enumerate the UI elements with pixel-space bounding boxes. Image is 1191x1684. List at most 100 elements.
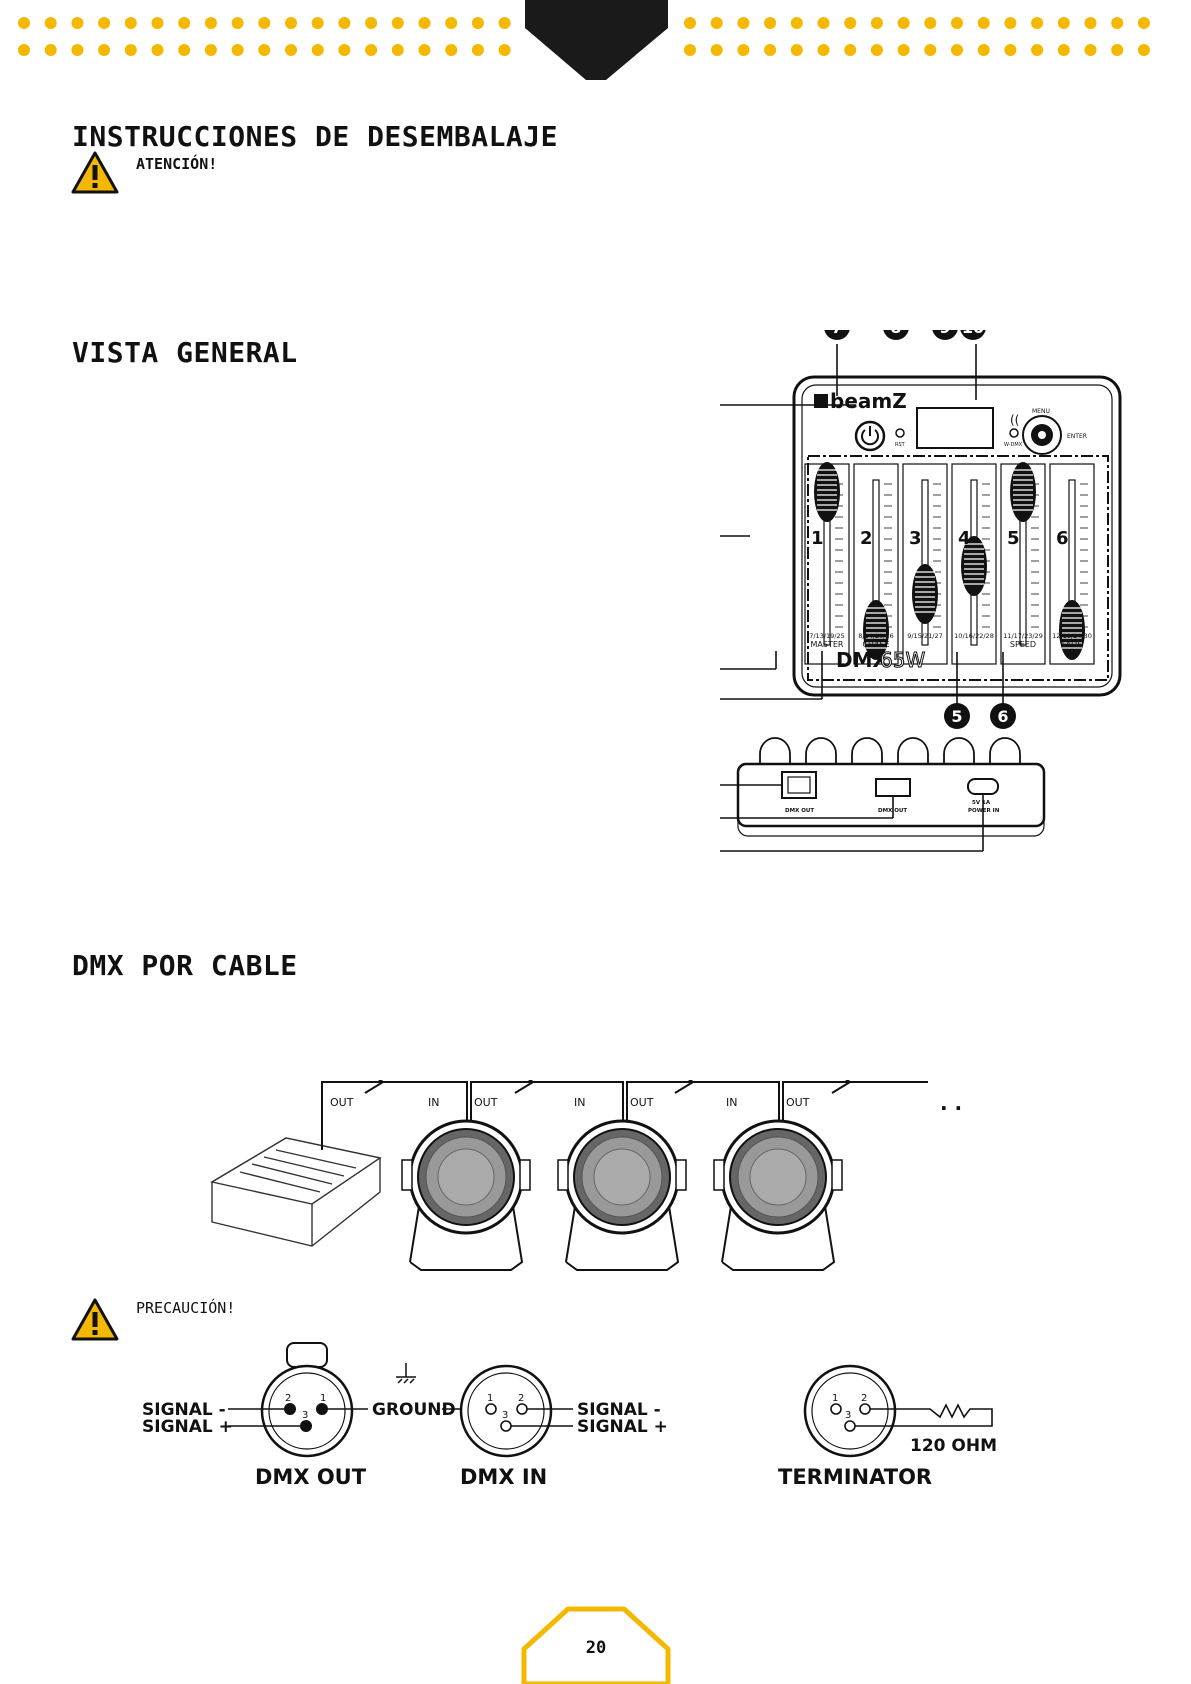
controller-diagram: beamZ RST (( W-DMX MENU ENTER 1 7/13/19/2… (720, 330, 1122, 852)
rst-led (895, 428, 905, 438)
svg-text:RST: RST (895, 442, 906, 448)
warning-label: ATENCIÓN! (136, 155, 218, 173)
menu-enter-knob[interactable] (1022, 415, 1062, 455)
svg-text:DMX OUT: DMX OUT (785, 808, 814, 814)
header-decoration (18, 0, 1150, 80)
fader-number: 1 (811, 528, 824, 549)
fader-channels: 11/17/23/29 (1003, 632, 1043, 640)
dmx-cable (321, 1081, 468, 1150)
callout-badge: 9 (932, 330, 958, 340)
svg-text:7: 7 (831, 330, 842, 337)
fader-number: 6 (1056, 528, 1069, 549)
svg-text:3: 3 (502, 1410, 508, 1421)
svg-text:2: 2 (518, 1393, 524, 1404)
back-knob (897, 737, 929, 767)
beamz-logo: beamZ (814, 389, 907, 413)
svg-text:ENTER: ENTER (1067, 433, 1087, 440)
fader-channels: 10/16/22/28 (954, 632, 994, 640)
xlr-in-connector: 1 2 3 (459, 1364, 553, 1458)
controller-back-view: DMX OUT DMX OUT 5V 1A POWER IN (736, 737, 1046, 837)
svg-text:TERMINATOR: TERMINATOR (778, 1465, 932, 1489)
chain-label: OUT (786, 1096, 810, 1109)
chain-label: OUT (474, 1096, 498, 1109)
fader-number: 2 (860, 528, 873, 549)
svg-text:1: 1 (832, 1393, 838, 1404)
controller-sketch (210, 1137, 382, 1247)
fader-knob[interactable] (814, 462, 840, 522)
unpacking-title: INSTRUCCIONES DE DESEMBALAJE (72, 120, 559, 153)
fader-number: 5 (1007, 528, 1020, 549)
fader-function: CHASE (862, 640, 889, 649)
fader-knob[interactable] (1010, 462, 1036, 522)
svg-text:((: (( (1010, 413, 1019, 427)
header-notch (525, 0, 668, 80)
fader-channels: 9/15/21/27 (907, 632, 943, 640)
chain-label: OUT (330, 1096, 354, 1109)
fader-function: FADE (1062, 640, 1083, 649)
overview-title: VISTA GENERAL (72, 336, 298, 369)
par-spot-fixture (401, 1119, 531, 1271)
ground-icon (396, 1363, 416, 1384)
back-knob (851, 737, 883, 767)
svg-text:GROUND: GROUND (372, 1400, 456, 1420)
arrow-right-icon (831, 1080, 852, 1094)
svg-text:. .: . . (940, 1091, 962, 1115)
chain-label: IN (428, 1096, 439, 1109)
callout-badge: 5 (944, 703, 970, 729)
callout-badge: 10 (960, 330, 986, 340)
svg-text:W-DMX: W-DMX (1004, 442, 1023, 448)
callout-badge: 6 (990, 703, 1016, 729)
callout-badge: 7 (824, 330, 850, 340)
svg-text:9: 9 (939, 330, 950, 337)
svg-text:beamZ: beamZ (830, 389, 907, 413)
xlr-terminator-connector: 1 2 3 (803, 1364, 897, 1458)
par-spot-fixture (713, 1119, 843, 1271)
back-knob (759, 737, 791, 767)
arrow-right-icon (364, 1080, 385, 1094)
svg-text:DMX: DMX (836, 648, 889, 672)
fader-number: 3 (909, 528, 922, 549)
par-spot-fixture (557, 1119, 687, 1271)
back-knob (943, 737, 975, 767)
page-number: 20 (585, 1638, 607, 1658)
svg-text:3: 3 (845, 1410, 851, 1421)
fader-number: 4 (958, 528, 971, 549)
fader-knob[interactable] (961, 536, 987, 596)
svg-text:6: 6 (997, 707, 1008, 726)
dmx-usb-port (875, 778, 911, 797)
xlr-pinout-diagram: SIGNAL - SIGNAL + 2 1 3 GROUND 1 2 3 (142, 1342, 997, 1489)
svg-text:SIGNAL +: SIGNAL + (142, 1417, 233, 1437)
svg-text:65W: 65W (880, 648, 925, 672)
fader-function: MASTER (811, 640, 844, 649)
svg-text:1: 1 (320, 1393, 326, 1404)
chain-label: IN (574, 1096, 585, 1109)
svg-text:SIGNAL -: SIGNAL - (142, 1400, 226, 1420)
fader-function: SPEED (1010, 640, 1036, 649)
fader-knob[interactable] (1059, 600, 1085, 660)
power-in-port (967, 778, 999, 795)
wdmx-led (1009, 428, 1019, 438)
arrow-right-icon (514, 1080, 535, 1094)
back-knob (989, 737, 1021, 767)
svg-text:5V 1A: 5V 1A (972, 800, 991, 806)
svg-text:120 OHM: 120 OHM (910, 1436, 997, 1456)
dmx-cable (470, 1081, 624, 1146)
svg-text:SIGNAL -: SIGNAL - (577, 1400, 661, 1420)
dmx-cable (626, 1081, 780, 1146)
svg-text:2: 2 (285, 1393, 291, 1404)
svg-text:1: 1 (487, 1393, 493, 1404)
callout-badge: 8 (883, 330, 909, 340)
svg-text:POWER IN: POWER IN (968, 808, 1000, 814)
svg-text:2: 2 (861, 1393, 867, 1404)
fader-knob[interactable] (912, 564, 938, 624)
svg-text:DMX IN: DMX IN (460, 1465, 547, 1489)
chain-label: IN (726, 1096, 737, 1109)
back-knob (805, 737, 837, 767)
svg-text:MENU: MENU (1032, 408, 1050, 415)
caution-icon (71, 1298, 119, 1341)
fader-knob[interactable] (863, 600, 889, 660)
fader-channels: 7/13/19/25 (809, 632, 845, 640)
xlr-out-connector: 2 1 3 (260, 1342, 354, 1458)
svg-text:DMX OUT: DMX OUT (255, 1465, 367, 1489)
svg-text:8: 8 (890, 330, 901, 337)
